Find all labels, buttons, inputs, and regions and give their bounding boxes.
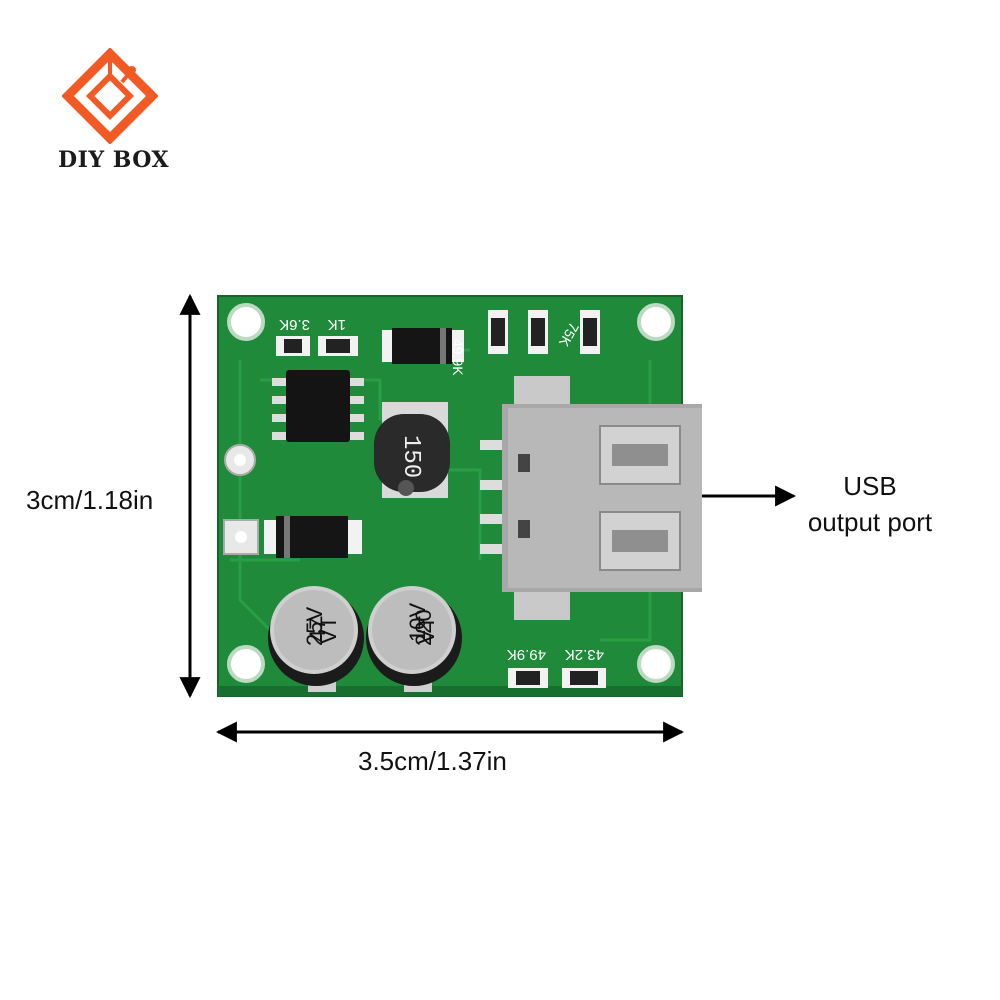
usb-port xyxy=(480,376,702,620)
usb-callout-line1: USB xyxy=(843,471,897,501)
silk-r6: 43.2K xyxy=(565,646,604,663)
capacitor-47uf xyxy=(268,586,364,692)
silk-inductor: 150 xyxy=(397,435,424,478)
diy-box-logo-icon xyxy=(62,48,158,144)
inductor xyxy=(374,414,450,492)
width-dimension-label: 3.5cm/1.37in xyxy=(358,746,507,776)
silk-r3: 49.9K xyxy=(450,339,466,376)
capacitor-220uf xyxy=(366,586,462,692)
brand-name: DIY BOX xyxy=(58,147,170,173)
silk-cap2-line3: VT xyxy=(414,616,439,644)
silk-r1: 3.6K xyxy=(279,316,310,333)
silk-cap1-line3: VT xyxy=(316,616,341,644)
ic-chip xyxy=(272,370,364,442)
height-dimension-label: 3cm/1.18in xyxy=(26,485,154,515)
mount-hole xyxy=(637,645,675,683)
silk-r2: 1K xyxy=(328,316,346,333)
silk-r5: 49.9K xyxy=(507,646,546,663)
mount-hole xyxy=(637,303,675,341)
mount-hole xyxy=(227,303,265,341)
silk-cap1-line1: 47 xyxy=(305,618,330,642)
usb-callout-line2: output port xyxy=(807,507,933,537)
silk-cap2-line2: 10V xyxy=(405,603,430,642)
silk-cap2-line1: 220 xyxy=(411,609,436,646)
mount-hole xyxy=(227,645,265,683)
silk-cap1-line2: 25V xyxy=(302,607,327,646)
